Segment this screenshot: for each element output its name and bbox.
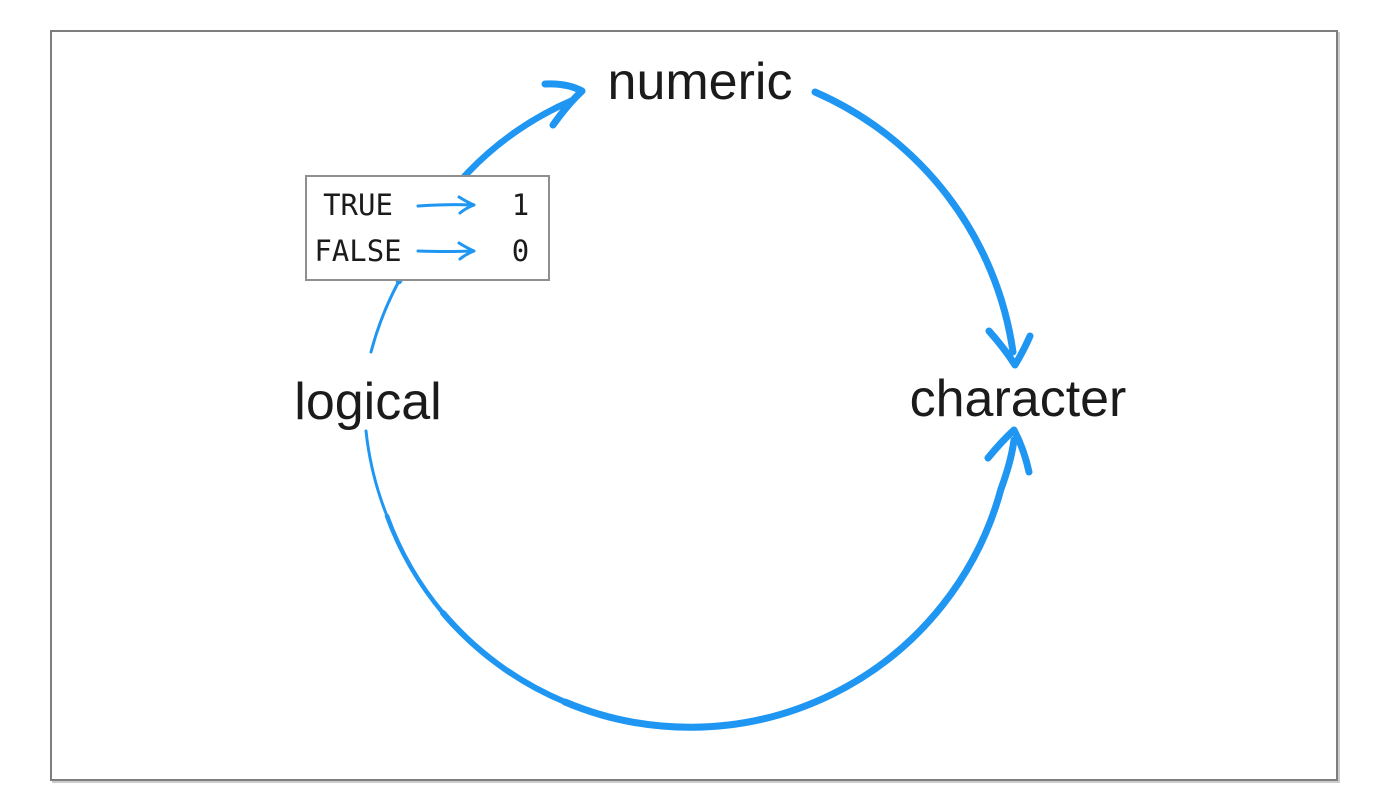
edge-logical-to-character-thin [364,429,389,518]
coercion-legend-box: TRUE 1 FALSE 0 [305,175,550,281]
coercion-from-value: TRUE [323,187,393,222]
right-arrow-icon [416,195,476,215]
edge-logical-to-numeric-thin [369,279,401,354]
arrowhead-numeric-to-character-icon [985,327,1034,369]
coercion-row-true: TRUE 1 [307,184,548,226]
edge-logical-to-character-mid [384,513,446,616]
coercion-row-false: FALSE 0 [307,230,548,272]
arrowhead-logical-to-numeric-icon [541,80,586,129]
right-arrow-icon [416,241,476,261]
edge-logical-to-character [561,436,1018,731]
node-label-character: character [909,370,1127,428]
edge-numeric-to-character [811,88,1017,356]
coercion-from-value: FALSE [314,233,402,268]
coercion-to-value: 1 [511,187,530,222]
node-label-logical: logical [294,373,442,431]
arrowhead-logical-to-character-icon [984,426,1033,476]
node-label-numeric: numeric [607,53,793,111]
edge-logical-to-character-mid2 [440,610,568,705]
coercion-to-value: 0 [511,233,530,268]
slide-frame [50,30,1338,781]
